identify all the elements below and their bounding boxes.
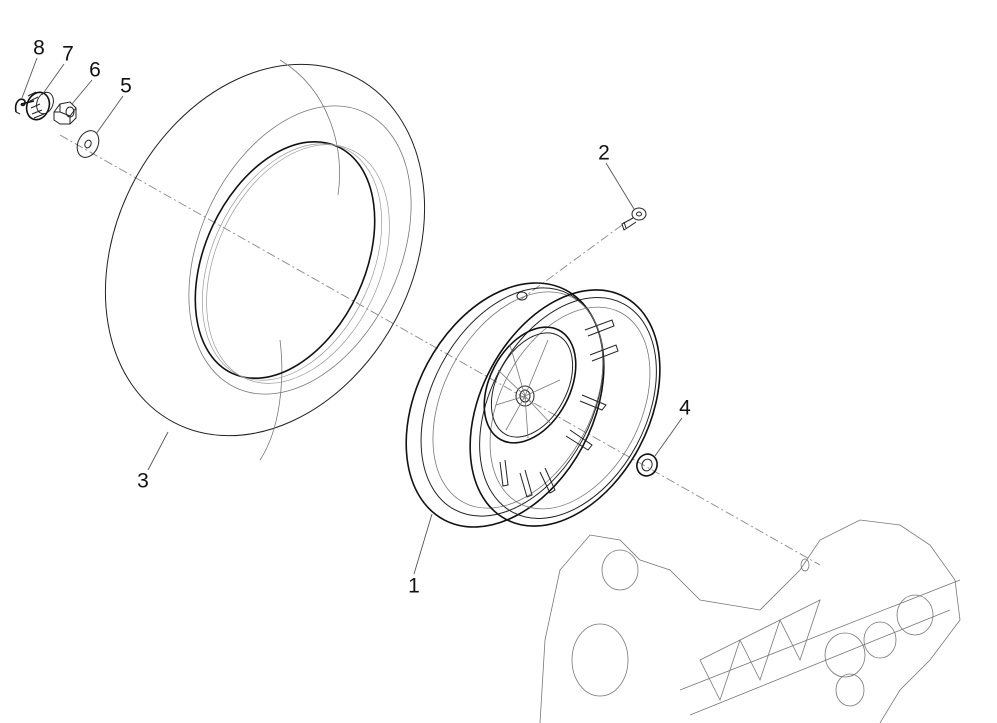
callout-1: 1 xyxy=(408,574,420,598)
callout-2: 2 xyxy=(598,141,610,165)
assembly-axis xyxy=(59,134,821,566)
nut-part-6 xyxy=(53,101,77,125)
cotter-pin-part-8 xyxy=(14,98,35,115)
engine-crankcase xyxy=(539,519,961,723)
callout-4: 4 xyxy=(679,396,691,420)
callout-3: 3 xyxy=(137,469,149,493)
leader-lines xyxy=(21,57,683,575)
washer-part-5 xyxy=(76,130,100,158)
wheel-rim-part-1 xyxy=(405,282,661,528)
callout-8: 8 xyxy=(33,36,45,60)
tyre-part-3 xyxy=(104,59,426,461)
callout-7: 7 xyxy=(62,42,74,66)
callout-6: 6 xyxy=(89,58,101,82)
bolt-part-2 xyxy=(621,207,647,231)
seal-washer-part-4 xyxy=(636,453,658,477)
callout-5: 5 xyxy=(120,74,132,98)
retainer-cap-part-7 xyxy=(25,91,54,121)
